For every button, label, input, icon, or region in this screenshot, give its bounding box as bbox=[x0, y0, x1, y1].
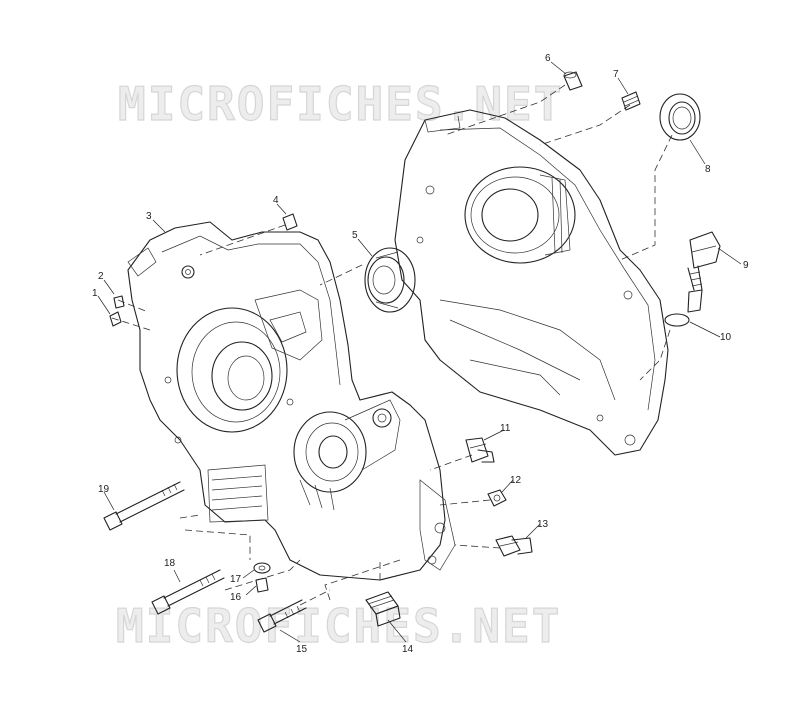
part-7-plug bbox=[621, 91, 641, 111]
callout-18: 18 bbox=[164, 558, 176, 569]
callout-7: 7 bbox=[613, 69, 619, 80]
watermark-top: MICROFICHES.NET bbox=[118, 77, 563, 131]
part-5-bearing bbox=[364, 247, 416, 313]
callout-4: 4 bbox=[273, 195, 279, 206]
callout-13: 13 bbox=[537, 519, 549, 530]
assembly-guide-lines bbox=[111, 84, 673, 606]
part-9-dipstick bbox=[687, 231, 721, 313]
part-13-fitting bbox=[495, 535, 533, 557]
part-4-dowel bbox=[282, 213, 298, 231]
callout-3: 3 bbox=[146, 211, 152, 222]
part-14-fitting bbox=[365, 591, 401, 627]
callout-17: 17 bbox=[230, 574, 242, 585]
part-19-bolt bbox=[103, 481, 185, 531]
callout-6: 6 bbox=[545, 53, 551, 64]
callout-5: 5 bbox=[352, 230, 358, 241]
callout-12: 12 bbox=[510, 475, 522, 486]
right-crankcase-half bbox=[394, 109, 669, 456]
callout-labels: 3 2 1 4 5 6 7 8 9 10 11 12 13 14 15 16 1… bbox=[92, 53, 749, 655]
callout-15: 15 bbox=[296, 644, 308, 655]
part-15-bolt bbox=[257, 599, 307, 633]
callout-10: 10 bbox=[720, 332, 732, 343]
part-1-2-bolts bbox=[109, 295, 125, 327]
part-6-dowel bbox=[563, 71, 583, 91]
part-16-plug bbox=[255, 577, 269, 593]
part-8-seal bbox=[659, 93, 701, 141]
callout-leaders bbox=[97, 61, 742, 643]
callout-9: 9 bbox=[743, 260, 749, 271]
watermark-bottom: MICROFICHES.NET bbox=[116, 599, 561, 653]
callout-14: 14 bbox=[402, 644, 414, 655]
callout-11: 11 bbox=[500, 423, 511, 434]
callout-16: 16 bbox=[230, 592, 242, 603]
part-11-fitting bbox=[465, 437, 495, 463]
callout-19: 19 bbox=[98, 484, 110, 495]
callout-2: 2 bbox=[98, 271, 104, 282]
part-12-nut bbox=[487, 489, 507, 507]
callout-8: 8 bbox=[705, 164, 711, 175]
callout-1: 1 bbox=[92, 288, 98, 299]
left-crankcase-half bbox=[127, 221, 456, 581]
part-10-o-ring bbox=[664, 313, 690, 327]
part-18-bolt bbox=[151, 569, 225, 615]
part-17-washer bbox=[253, 562, 271, 574]
